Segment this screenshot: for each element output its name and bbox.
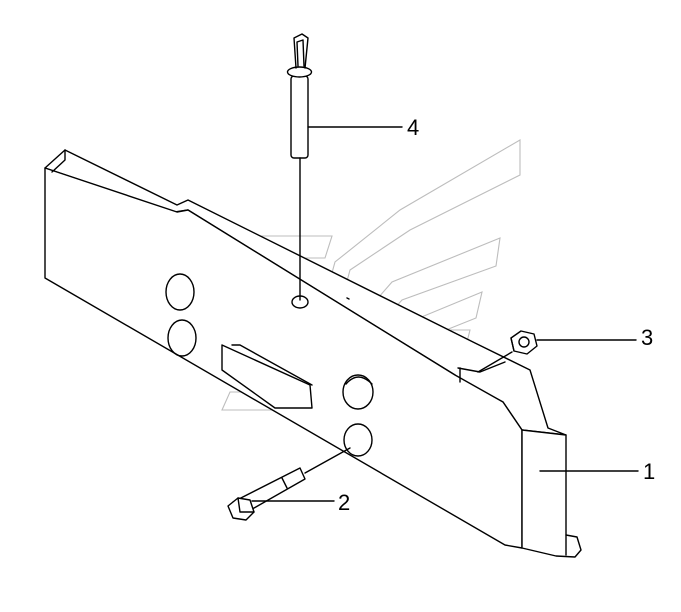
callout-3: 3 [641, 325, 653, 350]
counterweight-body [44, 149, 582, 558]
callout-1: 1 [643, 459, 655, 484]
leader-lines [251, 126, 639, 502]
hex-nut [477, 330, 538, 373]
front-hole-lower [167, 319, 197, 357]
bolt-boss [342, 374, 374, 410]
locking-pin [286, 33, 313, 301]
front-hole-upper [165, 273, 195, 311]
bottom-bolt-hole [343, 423, 373, 457]
callout-2: 2 [338, 490, 350, 515]
callout-4: 4 [407, 115, 419, 140]
hex-bolt [227, 447, 351, 521]
